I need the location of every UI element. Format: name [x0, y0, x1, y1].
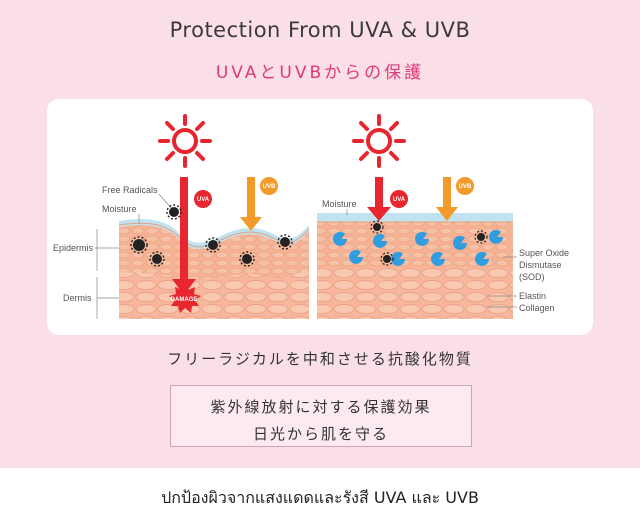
label-sod-line2: Dismutase [519, 260, 562, 270]
free-radical-icon [277, 234, 293, 250]
damage-burst-icon: DAMAGE [169, 284, 201, 313]
diagram-card: Free Radicals Moisture Epidermis Dermis [47, 99, 593, 335]
free-radical-icon [166, 204, 182, 220]
svg-text:UVB: UVB [459, 184, 472, 190]
caption-antioxidant: フリーラジカルを中和させる抗酸化物質 [167, 350, 473, 368]
right-uvb-arrow [436, 177, 458, 221]
free-radical-icon [205, 237, 221, 253]
left-moisture-layer [119, 219, 309, 249]
sod-molecule-icon [489, 229, 503, 244]
title-english: Protection From UVA & UVB [169, 18, 471, 42]
left-uva-badge: UVA [194, 190, 212, 208]
left-uvb-badge: UVB [260, 177, 278, 195]
label-sod-line3: (SOD) [519, 272, 545, 282]
benefit-box: 紫外線放射に対する保護効果 日光から肌を守る [170, 385, 472, 447]
sod-molecule-icon [349, 249, 363, 264]
label-elastin: Elastin [519, 291, 546, 301]
sod-molecules [333, 229, 503, 266]
free-radical-icon [130, 236, 148, 254]
benefit-line-1: 紫外線放射に対する保護効果 [210, 398, 432, 416]
sod-molecule-icon [431, 251, 445, 266]
left-uvb-arrow [240, 177, 262, 231]
svg-text:UVA: UVA [197, 197, 210, 203]
damage-label: DAMAGE [171, 297, 198, 303]
label-sod-line1: Super Oxide [519, 248, 569, 258]
label-dermis: Dermis [63, 293, 92, 303]
title-japanese: UVAとUVBからの保護 [215, 63, 425, 83]
label-collagen: Collagen [519, 303, 555, 313]
free-radical-icon [239, 251, 255, 267]
label-epidermis: Epidermis [53, 243, 94, 253]
svg-text:UVB: UVB [263, 184, 276, 190]
svg-text:UVA: UVA [393, 197, 406, 203]
left-sun-icon [158, 114, 212, 168]
sod-molecule-icon [475, 251, 489, 266]
right-free-radicals [370, 220, 488, 266]
right-uva-badge: UVA [390, 190, 408, 208]
sod-molecule-icon [415, 231, 429, 246]
free-radical-icon [474, 230, 488, 244]
sod-molecule-icon [333, 231, 347, 246]
right-uva-arrow [367, 177, 391, 221]
left-free-radicals [130, 204, 293, 267]
skin-diagram: Free Radicals Moisture Epidermis Dermis [53, 114, 569, 319]
free-radical-icon [380, 252, 394, 266]
label-moisture-right: Moisture [322, 199, 357, 209]
right-skin-diagram [317, 213, 513, 319]
label-free-radicals: Free Radicals [102, 185, 158, 195]
right-moisture-layer [317, 213, 513, 222]
free-radical-icon [370, 220, 384, 234]
right-uvb-badge: UVB [456, 177, 474, 195]
sod-molecule-icon [391, 251, 405, 266]
free-radical-icon [149, 251, 165, 267]
right-sun-icon [352, 114, 406, 168]
sod-molecule-icon [453, 235, 467, 250]
benefit-line-2: 日光から肌を守る [252, 425, 389, 443]
sod-molecule-icon [373, 233, 387, 248]
label-moisture-left: Moisture [102, 204, 137, 214]
footer-thai-text: ปกป้องผิวจากแสงแดดและรังสี UVA และ UVB [161, 488, 479, 507]
left-skin-diagram [118, 219, 310, 319]
